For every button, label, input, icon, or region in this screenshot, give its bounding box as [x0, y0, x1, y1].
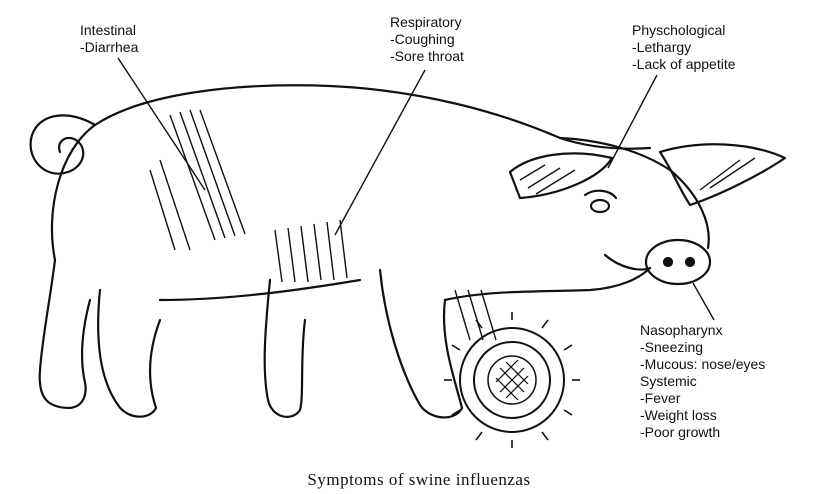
- leader-psychological: [608, 75, 657, 168]
- label-systemic-item: -Fever: [640, 390, 765, 407]
- label-nasopharynx-title: Nasopharynx: [640, 322, 765, 339]
- pig-belly: [160, 280, 360, 300]
- label-nasopharynx-item: -Mucous: nose/eyes: [640, 356, 765, 373]
- pig-hind-leg-right: [98, 290, 160, 417]
- leader-nasopharynx: [693, 283, 714, 320]
- label-systemic-item: -Weight loss: [640, 407, 765, 424]
- label-intestinal-item: -Diarrhea: [80, 39, 138, 56]
- pig-eye: [591, 200, 609, 212]
- label-psychological: Physchological -Lethargy -Lack of appeti…: [632, 22, 736, 73]
- virus-illustration: [444, 312, 580, 448]
- pig-front-leg-left: [265, 280, 305, 417]
- label-psychological-title: Physchological: [632, 22, 736, 39]
- label-respiratory-title: Respiratory: [390, 14, 464, 31]
- label-nasopharynx: Nasopharynx -Sneezing -Mucous: nose/eyes…: [640, 322, 765, 441]
- label-nasopharynx-item: -Sneezing: [640, 339, 765, 356]
- pig-snout: [646, 240, 710, 284]
- label-respiratory-item: -Coughing: [390, 31, 464, 48]
- label-respiratory: Respiratory -Coughing -Sore throat: [390, 14, 464, 65]
- label-intestinal: Intestinal -Diarrhea: [80, 22, 138, 56]
- leader-respiratory: [335, 70, 425, 235]
- label-systemic-title: Systemic: [640, 373, 765, 390]
- pig-ear-far: [660, 144, 785, 205]
- pig-chest: [445, 268, 650, 300]
- pig-front-leg-right: [380, 270, 462, 417]
- leader-intestinal: [118, 58, 205, 190]
- label-psychological-item: -Lethargy: [632, 39, 736, 56]
- label-intestinal-title: Intestinal: [80, 22, 138, 39]
- label-psychological-item: -Lack of appetite: [632, 56, 736, 73]
- pig-tail: [31, 115, 95, 173]
- pig-mouth: [605, 255, 650, 269]
- label-systemic-item: -Poor growth: [640, 424, 765, 441]
- figure-caption: Symptoms of swine influenzas: [0, 470, 838, 490]
- label-respiratory-item: -Sore throat: [390, 48, 464, 65]
- shading-hatching: [150, 110, 755, 340]
- pig-hind-leg-left: [40, 260, 90, 408]
